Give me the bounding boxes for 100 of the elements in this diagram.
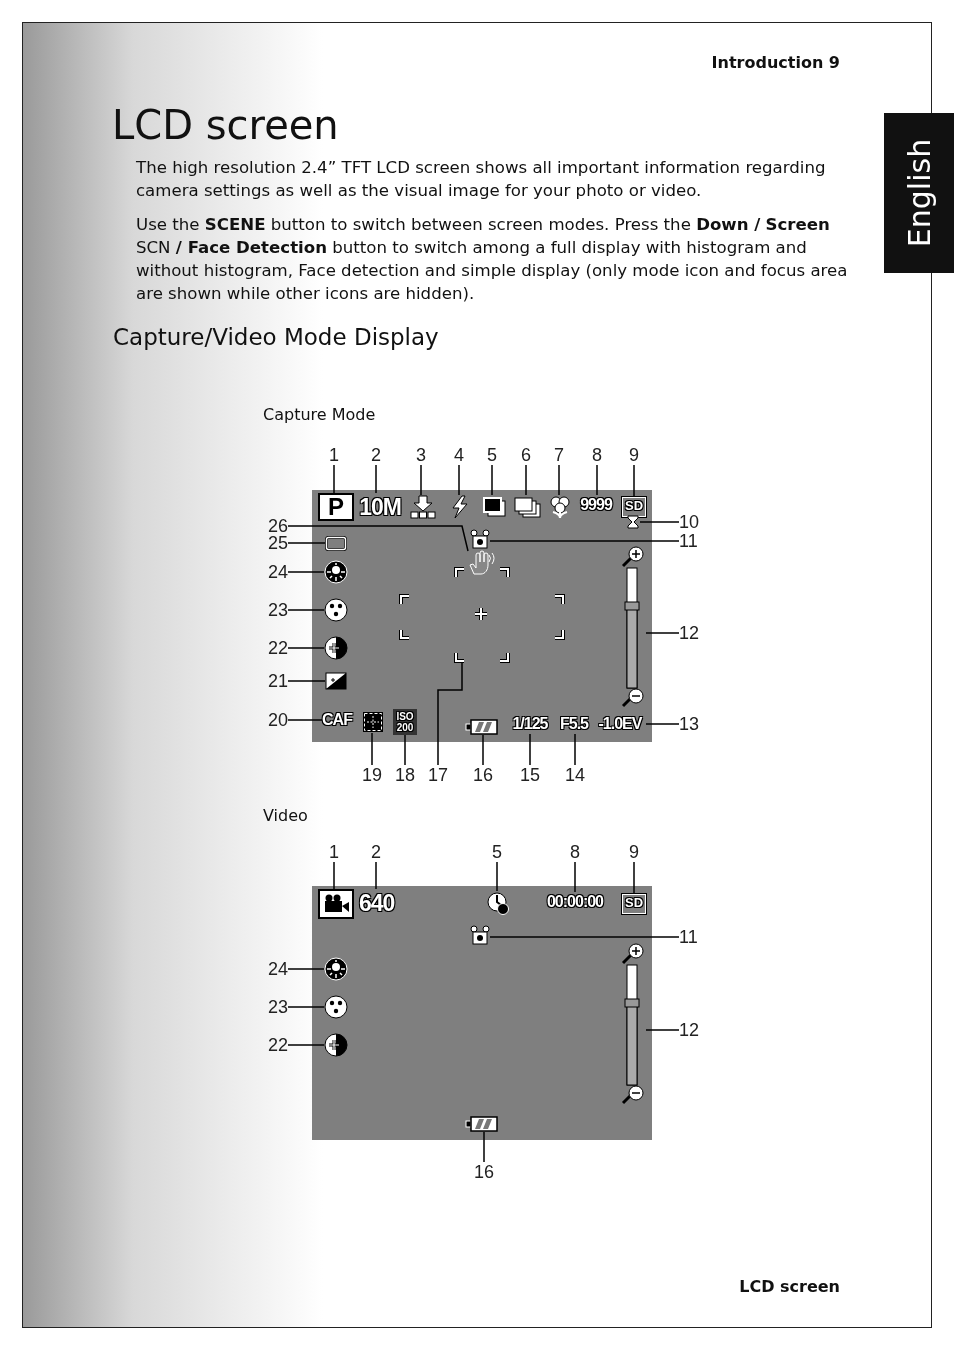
callout-number: 6: [511, 445, 541, 465]
grid-icon: [362, 711, 384, 733]
callout-number: 11: [679, 927, 709, 947]
leader-line: [420, 464, 422, 496]
leader-line: [287, 571, 325, 573]
leader-line: [645, 632, 680, 634]
callout-number: 23: [256, 997, 288, 1017]
arrow-down-icon: [410, 495, 436, 519]
leader-line: [287, 719, 323, 721]
tab-label: English: [901, 138, 937, 248]
resolution-indicator: 640: [359, 889, 393, 919]
callout-number: 16: [468, 765, 498, 785]
timer-icon: [487, 891, 509, 915]
leader-line: [287, 542, 326, 544]
leader-line: [574, 861, 576, 893]
leader-line: [287, 968, 325, 970]
half-circle-plus-icon: [324, 636, 348, 660]
callout-number: 5: [482, 842, 512, 862]
stacked-frames-icon: [513, 495, 541, 519]
leader-line: [491, 464, 493, 496]
leader-line: [287, 1006, 325, 1008]
leader-line: [333, 464, 335, 494]
leader-line: [645, 723, 680, 725]
callout-number: 18: [390, 765, 420, 785]
leader-line: [287, 680, 326, 682]
rectangle-icon: [325, 536, 347, 551]
callout-number: 17: [423, 765, 453, 785]
focus-mode-indicator: CAF: [322, 710, 352, 732]
leader-line: [483, 1131, 485, 1163]
callout-number: 1: [319, 842, 349, 862]
body-paragraph: Use the SCENE button to switch between screen modes. Press the Down / Screen SCN / Face Detection button to switch among a full display with histogram and without histogram, Face detection and simple display (only mode icon and focus area are shown while other icons are hidden).: [136, 214, 848, 305]
half-filled-square-icon: [325, 672, 347, 690]
callout-number: 20: [256, 710, 288, 730]
callout-number: 19: [357, 765, 387, 785]
callout-number: 4: [444, 445, 474, 465]
callout-number: 14: [560, 765, 590, 785]
page-title: LCD screen: [112, 101, 339, 150]
leader-line: [596, 464, 598, 496]
leader-line: [375, 861, 377, 890]
callout-number: 2: [361, 842, 391, 862]
leader-line: [287, 609, 325, 611]
hand-icon: [468, 551, 496, 575]
section-heading: Capture/Video Mode Display: [113, 323, 439, 352]
figure-label: Video: [263, 805, 308, 827]
leader-line: [525, 464, 527, 496]
leader-line: [482, 734, 484, 766]
page-footer: LCD screen: [739, 1276, 840, 1298]
video-camera-icon: [318, 889, 354, 919]
callout-number: 26: [256, 516, 288, 536]
alarm-camera-icon: [470, 925, 490, 945]
flower-icon: [549, 495, 571, 519]
mode-indicator: P: [318, 493, 354, 521]
exposure-value: -1.0EV: [594, 714, 646, 734]
iso-indicator: ISO 200: [393, 709, 417, 735]
language-tab: [884, 113, 954, 273]
leader-line: [574, 733, 576, 766]
callout-number: 25: [256, 533, 288, 553]
callout-number: 22: [256, 1035, 288, 1055]
battery-icon: [466, 1116, 498, 1132]
half-circle-plus-icon: [324, 1033, 348, 1057]
shutter-speed: 1/125: [507, 714, 553, 734]
leader-line: [287, 525, 469, 552]
leader-line: [489, 540, 680, 542]
leader-line: [645, 1029, 680, 1031]
callout-number: 21: [256, 671, 288, 691]
leader-line: [633, 861, 635, 895]
callout-number: 13: [679, 714, 709, 734]
leader-line: [287, 1044, 325, 1046]
callout-number: 8: [560, 842, 590, 862]
page-header: Introduction 9: [711, 52, 840, 74]
shot-count: 9999: [574, 495, 618, 519]
body-paragraph: The high resolution 2.4” TFT LCD screen shows all important information regarding camera settings as well as the visual image for your photo or video.: [136, 157, 827, 202]
leader-line: [371, 732, 373, 766]
figure-label: Capture Mode: [263, 404, 376, 426]
three-dots-circle-icon: [324, 995, 348, 1019]
callout-number: 24: [256, 959, 288, 979]
resolution-indicator: 10M: [358, 493, 402, 521]
callout-number: 5: [477, 445, 507, 465]
sun-circle-icon: [324, 957, 348, 981]
leader-line: [558, 464, 560, 496]
memory-card-indicator: SD: [622, 497, 646, 517]
callout-number: 23: [256, 600, 288, 620]
callout-number: 9: [619, 842, 649, 862]
leader-line: [333, 861, 335, 890]
aperture-value: F5.5: [556, 714, 592, 734]
callout-number: 3: [406, 445, 436, 465]
lcd-screen: [312, 886, 652, 1140]
leader-line: [375, 464, 377, 494]
leader-line: [529, 733, 531, 766]
hourglass-icon: [626, 515, 640, 529]
callout-number: 22: [256, 638, 288, 658]
three-dots-circle-icon: [324, 598, 348, 622]
callout-number: 7: [544, 445, 574, 465]
single-frame-icon: [482, 495, 506, 519]
callout-number: 11: [679, 531, 709, 551]
callout-number: 24: [256, 562, 288, 582]
callout-number: 9: [619, 445, 649, 465]
callout-number: 16: [469, 1162, 499, 1182]
leader-line: [489, 936, 680, 938]
callout-number: 12: [679, 623, 709, 643]
